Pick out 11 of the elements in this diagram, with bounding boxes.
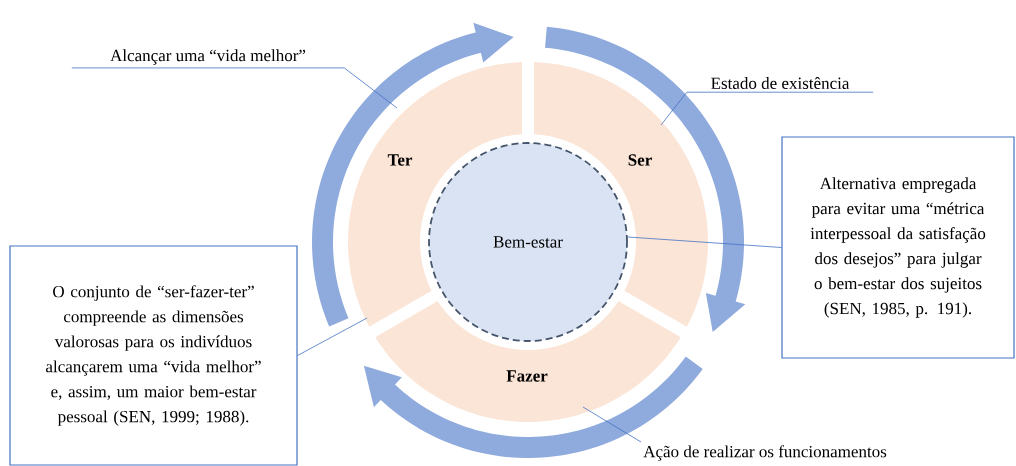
leader-line — [660, 91, 874, 126]
leader-line — [627, 236, 782, 248]
leader-line — [297, 317, 368, 356]
callout-text: Estado de existência — [711, 77, 850, 89]
leader-line — [582, 406, 642, 443]
ring-segment: Fazer — [375, 301, 681, 422]
leader-line — [71, 67, 398, 109]
note-box: O conjunto de “ser-fazer-ter” compreende as dimensões valorosas para os indivíduos alcançarem uma “vida melhor” e, assim, um maior bem-estar pessoal (SEN, 1999; 1988). — [9, 245, 298, 466]
callout-text: Alcançar uma “vida melhor” — [110, 49, 306, 65]
note-box: Alternativa empregada para evitar uma “métrica interpessoal da satisfação dos desejos” para julgar o bem-estar dos sujeitos (SEN, 1985, p. 191). — [781, 136, 1015, 359]
callout-text: Ação de realizar os funcionamentos — [643, 445, 887, 461]
